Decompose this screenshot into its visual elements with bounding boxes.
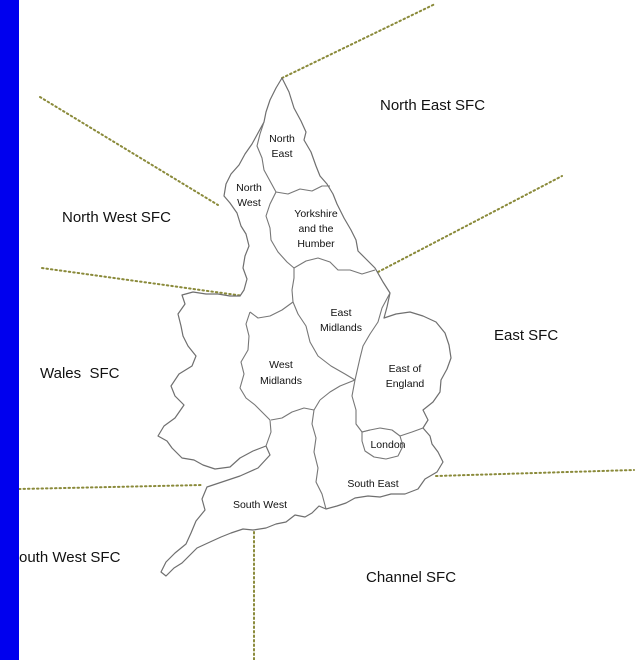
- boundary-east-coast-se: [399, 427, 424, 437]
- svg-text:North: North: [236, 182, 262, 194]
- boundary-east-channel: [435, 469, 635, 477]
- boundary-ne-east: [377, 175, 563, 273]
- sfc-label-north-west: North West SFC: [62, 209, 171, 226]
- region-label-east-of-england: East of England: [386, 363, 425, 390]
- svg-text:West: West: [269, 359, 293, 371]
- boundary-wales-south: [19, 484, 204, 490]
- sfc-boundary-lines: [19, 3, 635, 660]
- england-wales-coastline: [157, 77, 452, 577]
- england-sfc-map: North East SFC North West SFC East SFC W…: [19, 3, 635, 660]
- svg-text:Midlands: Midlands: [320, 322, 362, 334]
- sfc-label-wales: Wales SFC: [40, 365, 120, 382]
- svg-text:Midlands: Midlands: [260, 375, 302, 387]
- boundary-wales-north: [41, 267, 245, 297]
- svg-text:North: North: [269, 133, 295, 145]
- svg-text:Yorkshire: Yorkshire: [294, 208, 338, 220]
- london-outline: [361, 427, 404, 460]
- boundary-nw-yorks: [265, 191, 295, 269]
- boundary-nw-westmid: [249, 268, 295, 319]
- boundary-ne-top: [281, 3, 436, 79]
- boundary-ne-nw: [256, 121, 277, 193]
- sfc-label-south-west: outh West SFC: [19, 549, 121, 566]
- boundary-ne-yorks: [275, 185, 330, 195]
- sfc-label-east: East SFC: [494, 327, 558, 344]
- boundary-westmid-wales: [239, 311, 272, 447]
- svg-text:East of: East of: [389, 363, 422, 375]
- sfc-label-north-east: North East SFC: [380, 97, 485, 114]
- boundary-nw: [39, 96, 219, 206]
- boundary-westmid-sw: [270, 399, 321, 421]
- region-label-west-midlands: West Midlands: [260, 359, 302, 387]
- region-label-london: London: [370, 439, 405, 451]
- sfc-label-channel: Channel SFC: [366, 569, 456, 586]
- svg-text:and the: and the: [298, 223, 333, 235]
- boundary-westmid-se: [319, 379, 356, 401]
- region-label-east-midlands: East Midlands: [320, 307, 362, 334]
- region-label-north-west: North West: [236, 182, 262, 209]
- svg-text:East: East: [330, 307, 351, 319]
- boundary-yorks-eastmid: [293, 257, 376, 275]
- region-label-north-east: North East: [269, 133, 295, 160]
- svg-text:Humber: Humber: [297, 238, 335, 250]
- region-label-yorkshire: Yorkshire and the Humber: [294, 208, 338, 250]
- region-boundaries: [239, 121, 424, 510]
- svg-text:England: England: [386, 378, 425, 390]
- boundary-eastmid-westmid: [292, 301, 356, 381]
- boundary-eastmid-east: [354, 292, 391, 381]
- map-canvas: North East SFC North West SFC East SFC W…: [19, 0, 644, 660]
- boundary-sw-se: [311, 409, 327, 510]
- svg-text:East: East: [271, 148, 292, 160]
- region-label-south-west: South West: [233, 499, 287, 511]
- region-label-south-east: South East: [347, 478, 398, 490]
- svg-text:West: West: [237, 197, 261, 209]
